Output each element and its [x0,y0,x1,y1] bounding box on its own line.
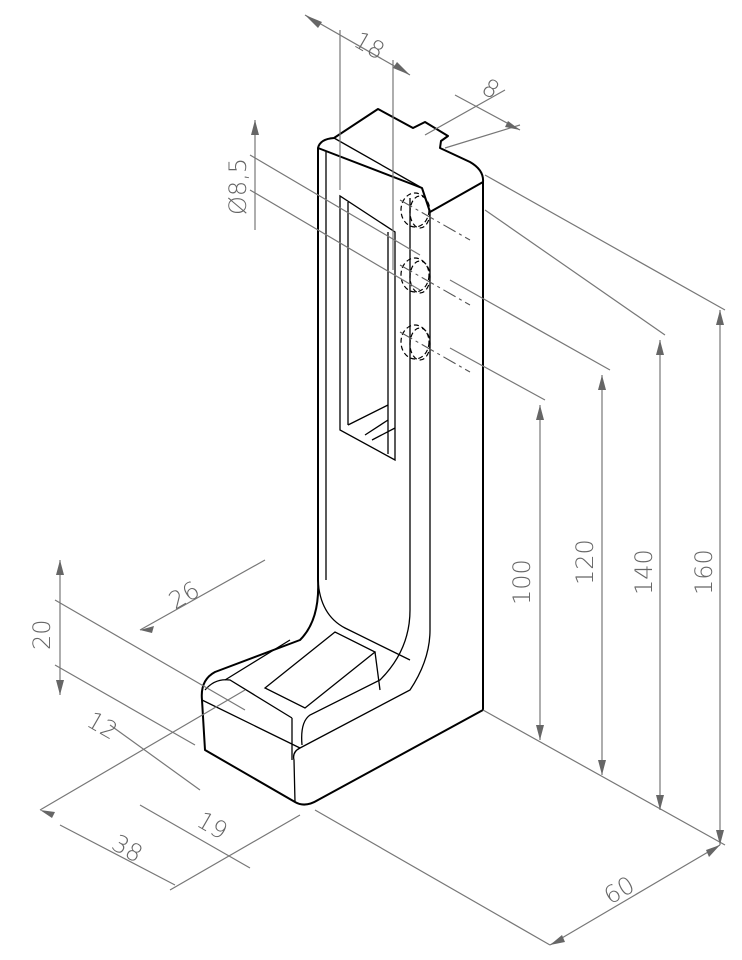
dim-19: 19 [192,806,232,846]
dim-60: 60 [599,871,639,911]
dim-8: 8 [477,73,504,105]
dim-38: 38 [107,829,147,869]
dim-20: 20 [28,619,56,650]
part-outline [200,108,485,806]
dim-26: 26 [164,576,204,616]
dim-160: 160 [690,549,718,595]
dim-12: 12 [82,706,122,746]
dim-140: 140 [630,549,658,595]
arrowheads [40,15,724,945]
dimension-lines [39,14,726,946]
dim-120: 120 [571,539,599,585]
dim-hole-diameter: Ø8,5 [224,158,252,215]
dim-100: 100 [508,559,536,605]
holes [399,192,471,373]
dimension-labels: 18 8 Ø8,5 100 120 140 160 26 20 12 38 19… [28,26,718,910]
